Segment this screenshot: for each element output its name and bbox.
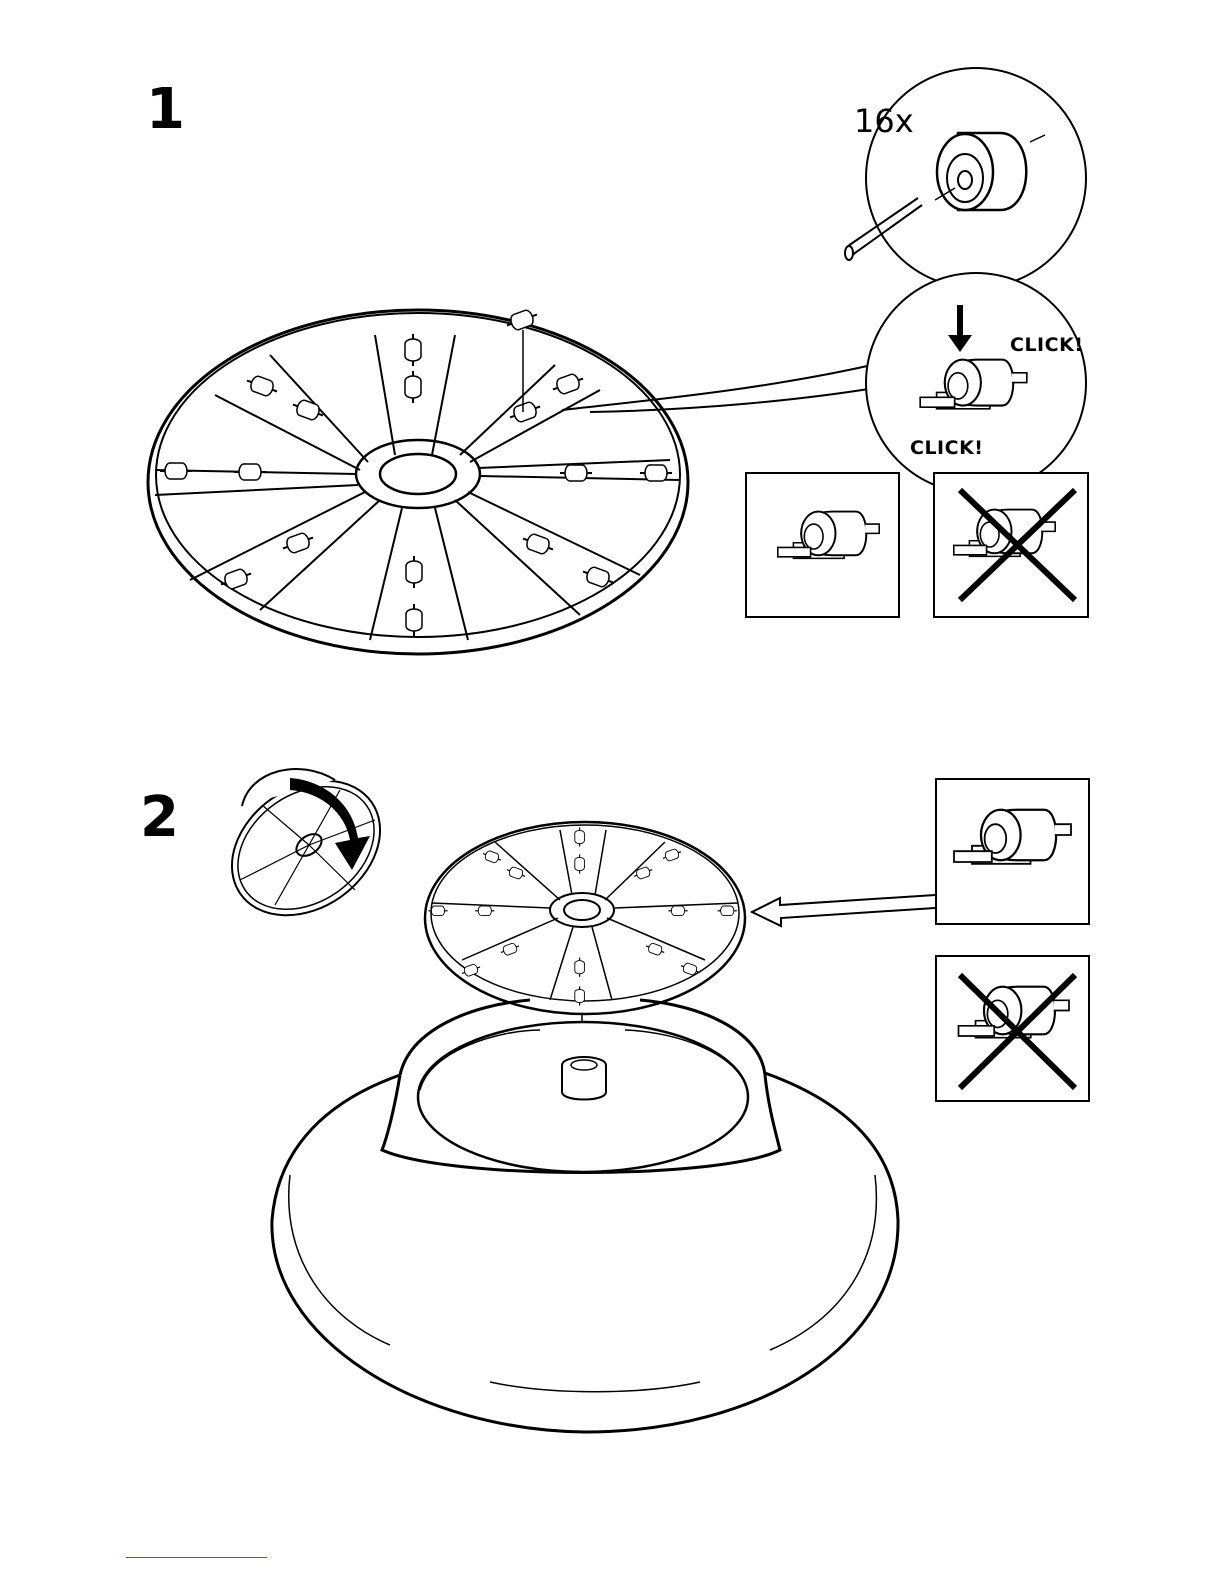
flip-plate-icon (206, 753, 406, 943)
correct-fit-panel (746, 473, 899, 617)
step-number-2: 2 (140, 790, 179, 846)
pointer-arrow-icon (752, 895, 935, 926)
quantity-label: 16x (854, 102, 914, 140)
incorrect-fit-panel (934, 473, 1088, 617)
callout-click-in (866, 273, 1086, 493)
incorrect-fit-panel-2 (936, 956, 1089, 1101)
lamp-base (272, 1000, 898, 1432)
correct-fit-panel-2 (936, 779, 1089, 924)
click-label-top: CLICK! (1010, 334, 1083, 356)
callout-roller-pin (845, 68, 1086, 288)
click-label-bottom: CLICK! (910, 437, 983, 459)
step-number-1: 1 (146, 82, 185, 138)
footer-line (126, 1557, 267, 1558)
